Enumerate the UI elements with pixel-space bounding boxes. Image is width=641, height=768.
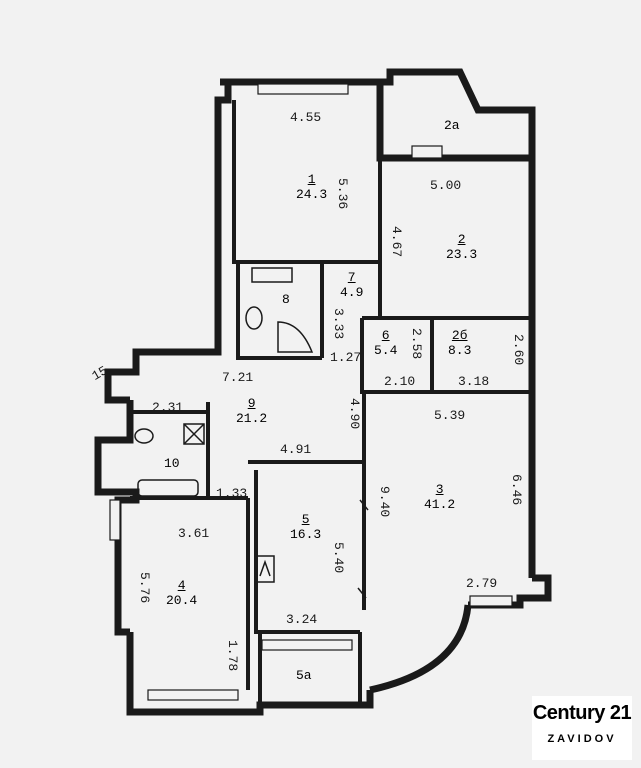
room-5: 5 16.3 — [290, 512, 321, 542]
room-5a: 5a — [296, 668, 312, 683]
room-area: 5.4 — [374, 343, 398, 358]
dim-hall-width: 7.21 — [222, 370, 254, 385]
room-area: 24.3 — [296, 187, 328, 202]
dim-r4-side: 5.76 — [137, 572, 152, 604]
room-number: 5 — [301, 512, 310, 527]
dim-r3-top: 5.39 — [434, 408, 466, 423]
room-number: 6 — [381, 328, 390, 343]
fixtures — [134, 267, 369, 599]
dim-r9-bottom: 4.91 — [280, 442, 312, 457]
room-number: 2a — [444, 118, 460, 133]
room-4: 4 20.4 — [166, 578, 197, 608]
room-area: 21.2 — [236, 411, 268, 426]
room-10: 10 — [164, 456, 180, 471]
logo-office: ZAVIDOV — [547, 733, 617, 745]
dim-r3-left: 9.40 — [377, 486, 392, 518]
room-3: 3 41.2 — [424, 482, 455, 512]
room-area: 41.2 — [424, 497, 456, 512]
dim-r1-side: 5.36 — [335, 178, 350, 210]
dim-r2-top: 5.00 — [430, 178, 462, 193]
dim-r5-bottom: 3.24 — [286, 612, 318, 627]
dim-r2b-bottom: 3.18 — [458, 374, 490, 389]
dim-r1-top: 4.55 — [290, 110, 322, 125]
room-area: 4.9 — [340, 285, 364, 300]
dim-r10-bottom: 1.33 — [216, 486, 248, 501]
room-area: 23.3 — [446, 247, 478, 262]
dim-r5-side: 5.40 — [331, 542, 346, 574]
dim-r9-top: 2.31 — [152, 400, 184, 415]
room-number: 4 — [177, 578, 186, 593]
dim-r6-side: 2.58 — [409, 328, 424, 360]
room-number: 9 — [247, 396, 256, 411]
interior-walls — [130, 100, 530, 705]
dim-r3-bay: 2.79 — [466, 576, 498, 591]
room-number: 1 — [307, 172, 316, 187]
room-number: 5a — [296, 668, 312, 683]
room-area: 16.3 — [290, 527, 322, 542]
room-number: 2 — [457, 232, 466, 247]
century21-logo: Century 21 ZAVIDOV — [532, 696, 632, 760]
room-1: 1 24.3 — [296, 172, 327, 202]
room-2b: 2б 8.3 — [448, 328, 471, 358]
dim-r7-side: 3.33 — [331, 308, 346, 340]
room-number: 8 — [282, 292, 290, 307]
dim-hall-left: 1.27 — [330, 350, 362, 365]
dim-r2-side: 4.67 — [389, 226, 404, 258]
room-number: 7 — [347, 270, 356, 285]
dim-r4-top: 3.61 — [178, 526, 210, 541]
dim-r4-bottom: 1.78 — [225, 640, 240, 672]
room-area: 8.3 — [448, 343, 472, 358]
dim-r2b-side: 2.60 — [511, 334, 526, 366]
dim-r3-right: 6.46 — [509, 474, 524, 506]
room-6: 6 5.4 — [374, 328, 397, 358]
room-7: 7 4.9 — [340, 270, 363, 300]
room-2a: 2a — [444, 118, 460, 133]
outer-walls — [94, 68, 552, 716]
room-2: 2 23.3 — [446, 232, 477, 262]
room-number: 2б — [451, 328, 468, 343]
room-area: 20.4 — [166, 593, 198, 608]
dim-r6-bottom: 2.10 — [384, 374, 416, 389]
dim-r9-side: 4.90 — [347, 398, 362, 430]
room-9: 9 21.2 — [236, 396, 267, 426]
room-number: 3 — [435, 482, 444, 497]
logo-brand: Century 21 — [532, 702, 632, 724]
room-8: 8 — [282, 292, 290, 307]
room-number: 10 — [164, 456, 180, 471]
